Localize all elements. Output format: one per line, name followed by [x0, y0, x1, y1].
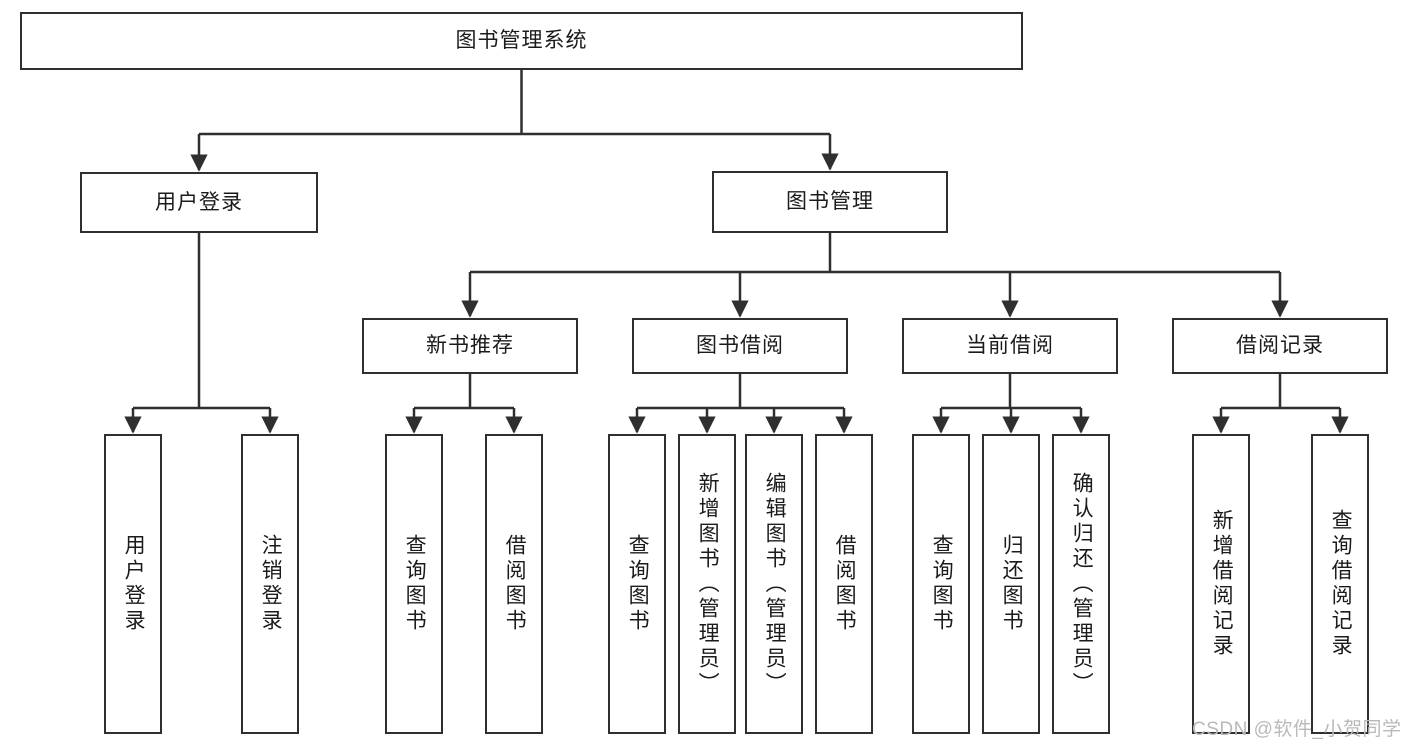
node-leaf-add-record-label: 新增借阅记录 — [1210, 509, 1234, 659]
node-book-borrow[interactable]: 图书借阅 — [632, 318, 848, 374]
node-leaf-add-book[interactable]: 新增图书（管理员） — [678, 434, 736, 734]
node-leaf-query-book-cur[interactable]: 查询图书 — [912, 434, 970, 734]
node-book-manage-label: 图书管理 — [786, 190, 874, 214]
node-new-book-recommend[interactable]: 新书推荐 — [362, 318, 578, 374]
node-leaf-borrow-book-rec[interactable]: 借阅图书 — [485, 434, 543, 734]
node-root-label: 图书管理系统 — [455, 29, 588, 53]
node-leaf-borrow-book-rec-label: 借阅图书 — [503, 534, 527, 634]
node-leaf-user-login[interactable]: 用户登录 — [104, 434, 162, 734]
csdn-watermark: CSDN @软件_小贺同学 — [1192, 719, 1402, 740]
node-leaf-query-book-rec-label: 查询图书 — [403, 534, 427, 634]
node-leaf-confirm-return[interactable]: 确认归还（管理员） — [1052, 434, 1110, 734]
node-leaf-query-record-label: 查询借阅记录 — [1329, 509, 1353, 659]
node-leaf-query-book-rec[interactable]: 查询图书 — [385, 434, 443, 734]
node-leaf-query-book-borrow-label: 查询图书 — [626, 534, 650, 634]
node-new-book-recommend-label: 新书推荐 — [426, 334, 514, 358]
node-user-login-label: 用户登录 — [155, 190, 243, 214]
node-leaf-logout[interactable]: 注销登录 — [241, 434, 299, 734]
node-current-borrow[interactable]: 当前借阅 — [902, 318, 1118, 374]
node-leaf-return-book-label: 归还图书 — [1000, 534, 1024, 634]
node-leaf-add-record[interactable]: 新增借阅记录 — [1192, 434, 1250, 734]
node-leaf-borrow-book-label: 借阅图书 — [833, 534, 857, 634]
node-leaf-edit-book-label: 编辑图书（管理员） — [763, 471, 787, 697]
node-leaf-query-record[interactable]: 查询借阅记录 — [1311, 434, 1369, 734]
node-leaf-edit-book[interactable]: 编辑图书（管理员） — [745, 434, 803, 734]
node-leaf-return-book[interactable]: 归还图书 — [982, 434, 1040, 734]
node-borrow-record[interactable]: 借阅记录 — [1172, 318, 1388, 374]
node-book-manage[interactable]: 图书管理 — [712, 171, 948, 233]
node-leaf-user-login-label: 用户登录 — [122, 534, 146, 634]
node-book-borrow-label: 图书借阅 — [696, 334, 784, 358]
node-user-login[interactable]: 用户登录 — [80, 172, 318, 233]
node-leaf-logout-label: 注销登录 — [259, 534, 283, 634]
node-root[interactable]: 图书管理系统 — [20, 12, 1023, 70]
node-current-borrow-label: 当前借阅 — [966, 334, 1054, 358]
node-leaf-query-book-cur-label: 查询图书 — [930, 534, 954, 634]
node-leaf-query-book-borrow[interactable]: 查询图书 — [608, 434, 666, 734]
node-leaf-add-book-label: 新增图书（管理员） — [696, 471, 720, 697]
node-borrow-record-label: 借阅记录 — [1236, 334, 1324, 358]
node-leaf-borrow-book[interactable]: 借阅图书 — [815, 434, 873, 734]
node-leaf-confirm-return-label: 确认归还（管理员） — [1070, 471, 1094, 697]
